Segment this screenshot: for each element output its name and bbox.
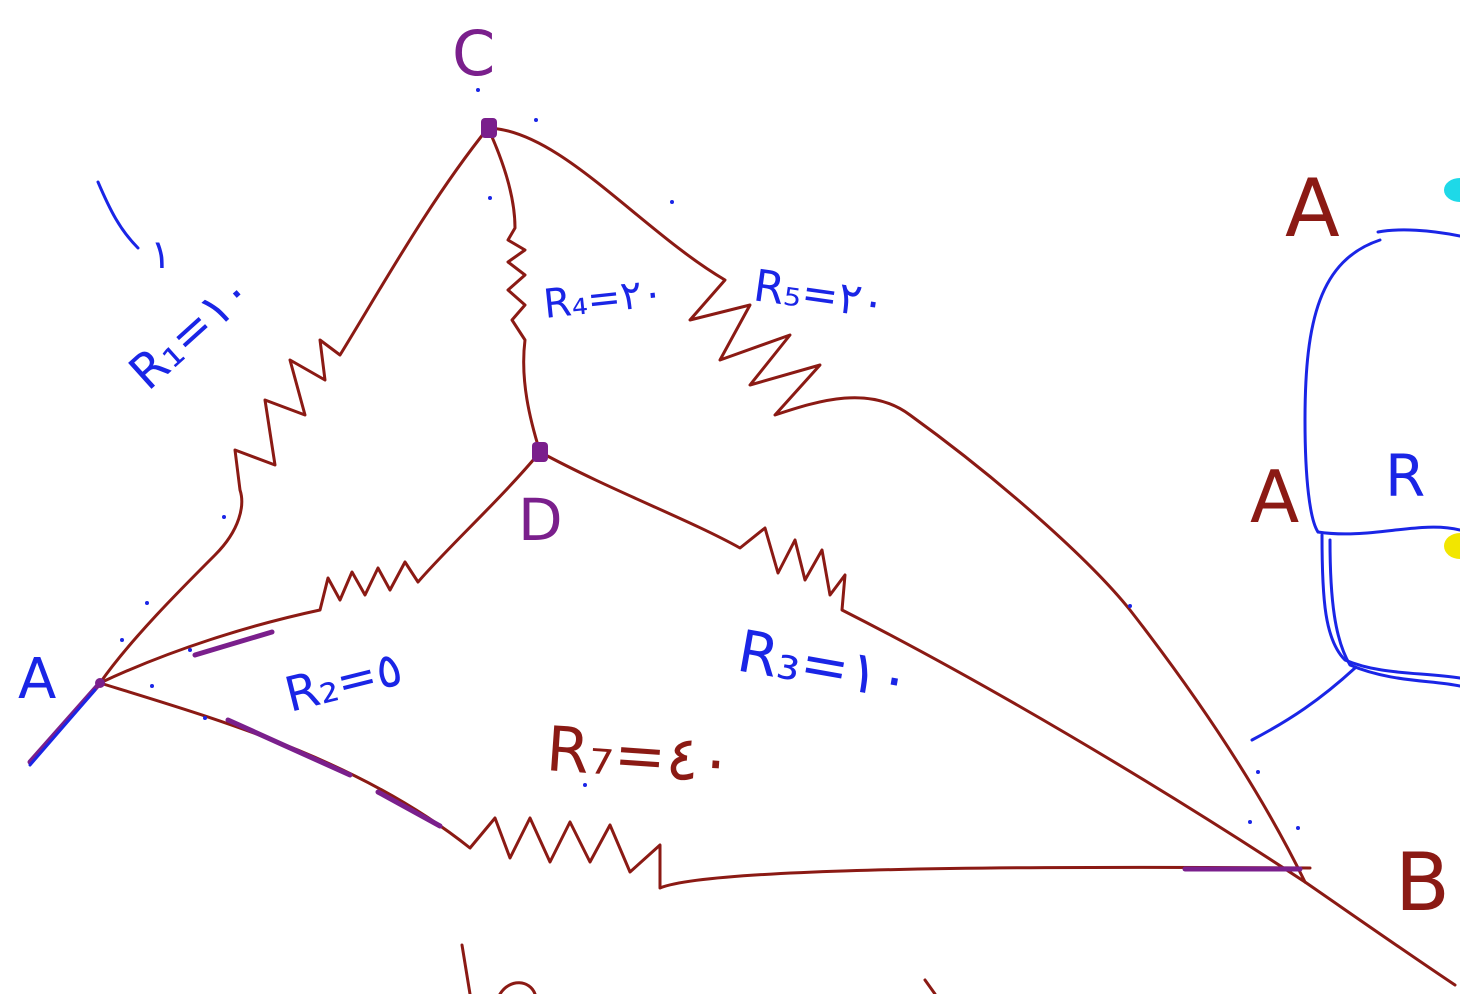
dot — [583, 783, 587, 787]
dot — [1296, 826, 1300, 830]
dot — [670, 200, 674, 204]
side-panel-labels: A A R — [1250, 162, 1425, 539]
circuit-wires — [98, 126, 1457, 994]
node-dot-d — [532, 442, 548, 462]
node-label-c: C — [452, 17, 495, 90]
node-dot-c — [481, 118, 497, 138]
wire-d-r3-b — [538, 450, 1307, 884]
annotation-dots — [120, 88, 1300, 830]
wire-c-r4-d — [486, 126, 542, 454]
node-labels: C D — [452, 17, 563, 554]
dot — [1128, 604, 1132, 608]
node-label-a: A — [18, 647, 56, 712]
yellow-marker — [1444, 533, 1460, 559]
side-label-a-top: A — [1285, 162, 1340, 255]
dot — [1256, 770, 1260, 774]
bottom-stroke-left — [460, 943, 472, 994]
dot — [1248, 820, 1252, 824]
highlight-a-r7-1 — [225, 717, 353, 778]
dot — [488, 196, 492, 200]
blue-stroke-one — [96, 180, 140, 250]
cyan-marker — [1444, 178, 1460, 202]
blue-tick-a — [28, 688, 97, 767]
wire-a-r2-d — [98, 450, 542, 685]
resistor-label-r3: R₃=١٠ — [733, 617, 917, 714]
side-panel-wire-left — [1303, 238, 1382, 534]
dot — [476, 88, 480, 92]
resistor-label-r4: R₄=٢٠ — [541, 270, 665, 328]
side-panel-wire-loop-2 — [1328, 538, 1460, 688]
annotation-one: ١ — [150, 232, 171, 278]
highlight-a-r7-2 — [375, 789, 443, 829]
side-panel-wire-top — [1376, 228, 1460, 238]
resistor-label-r2: R₂=٥ — [279, 641, 408, 724]
dot — [120, 638, 124, 642]
side-panel-wire-loop-1 — [1320, 533, 1460, 680]
resistor-label-r7: R₇=٤٠ — [544, 712, 735, 798]
side-panel-wire-out — [1250, 666, 1357, 742]
wire-c-r5-b — [486, 126, 1307, 884]
dot — [150, 684, 154, 688]
dot — [222, 515, 226, 519]
annotation-strokes — [28, 180, 1460, 767]
wire-b-tail — [1303, 880, 1457, 987]
side-label-a-mid: A — [1250, 455, 1299, 539]
resistor-label-r1: R₁=١٠ — [119, 263, 264, 401]
node-dots — [95, 118, 548, 688]
dot — [534, 118, 538, 122]
resistor-label-r5: R₅=٢٠ — [750, 260, 888, 329]
bottom-stroke-right — [923, 978, 937, 994]
wire-a-r1-c — [98, 126, 490, 685]
node-dot-a — [95, 678, 105, 688]
node-label-b: B — [1395, 836, 1450, 929]
side-panel-wire-mid — [1316, 525, 1460, 536]
dot — [145, 601, 149, 605]
highlight-a-r2 — [192, 629, 275, 658]
dot — [188, 648, 192, 652]
side-label-r: R — [1385, 442, 1425, 510]
dot — [203, 716, 207, 720]
node-label-d: D — [518, 486, 563, 554]
bottom-stroke-curl — [498, 981, 537, 994]
